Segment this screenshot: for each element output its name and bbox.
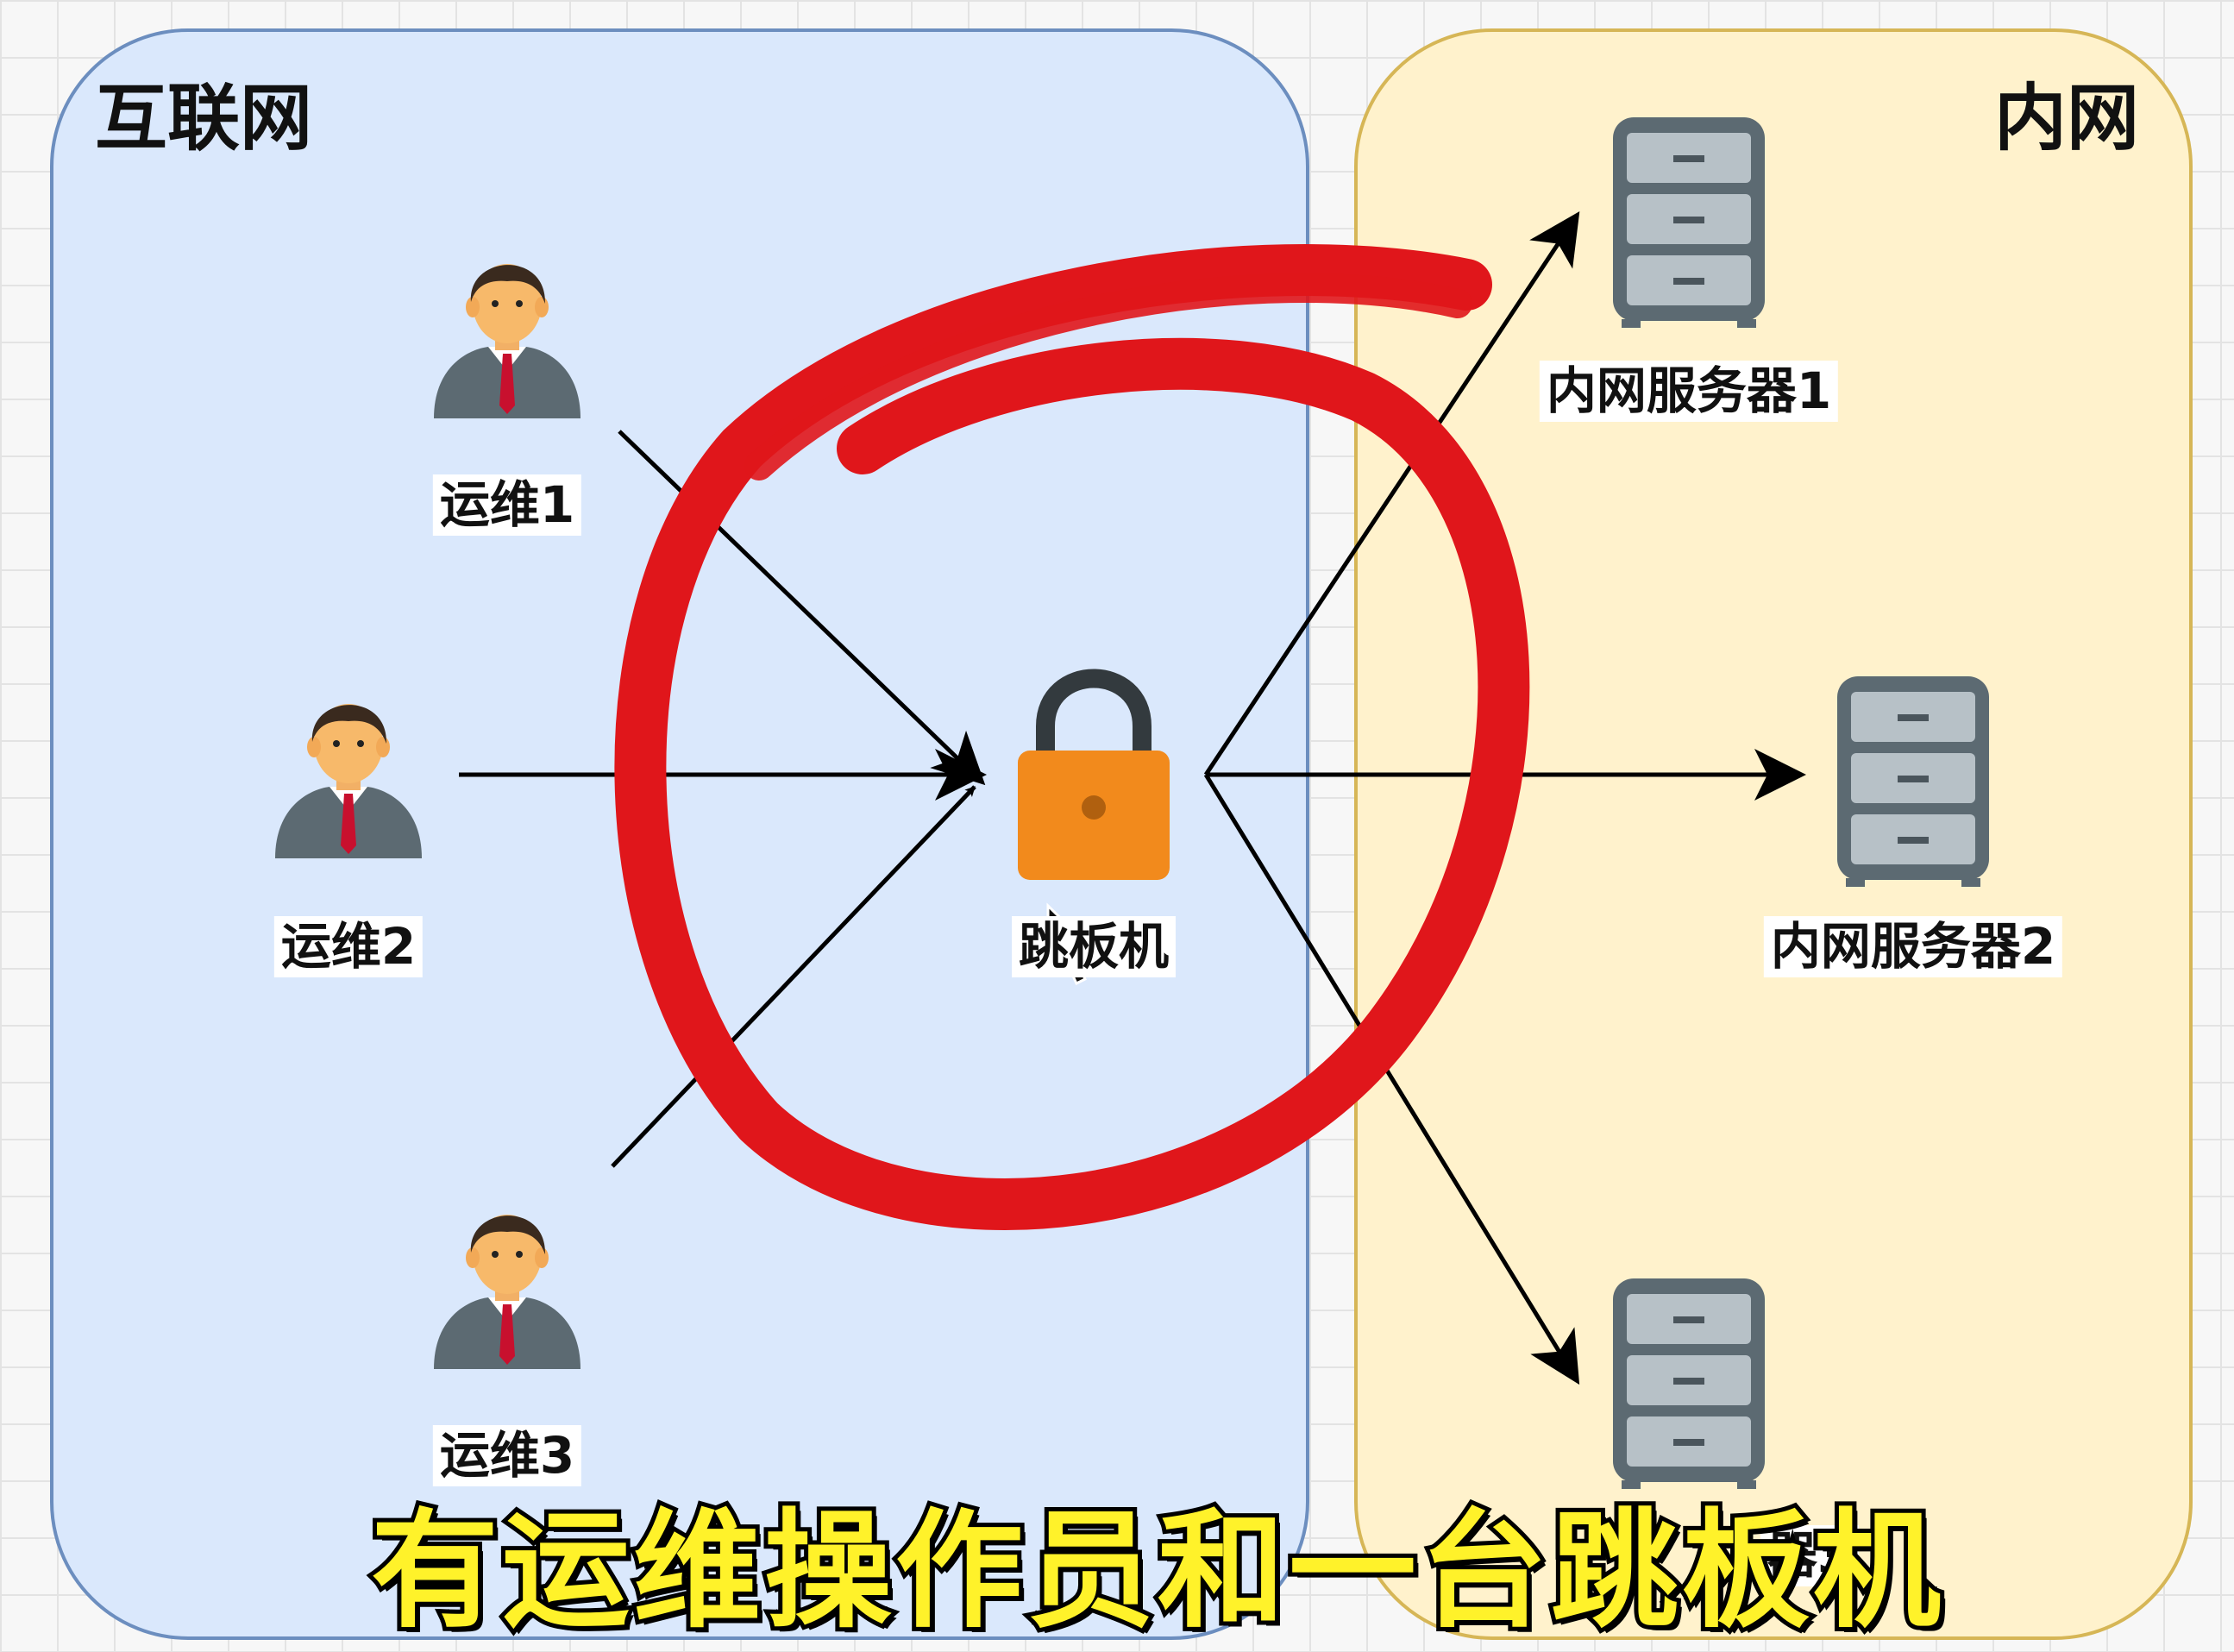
video-caption: 有运维操作员和一台跳板机 <box>367 1492 1945 1649</box>
server1-label: 内网服务器1 <box>1539 361 1839 422</box>
internet-zone-title: 互联网 <box>95 76 313 160</box>
intranet-zone-title: 内网 <box>1993 76 2139 160</box>
jump-host-label: 跳板机 <box>1011 916 1177 977</box>
server2-server-icon <box>1837 676 1989 887</box>
red-circle-annotation <box>614 244 1530 1230</box>
edge-operator3-jumphost <box>611 785 976 1168</box>
operator3-label: 运维3 <box>432 1425 582 1486</box>
operator2-label: 运维2 <box>273 916 424 977</box>
operator1-label: 运维1 <box>432 474 582 536</box>
server1-server-icon <box>1613 117 1765 328</box>
server3-label: 器3 <box>1760 1525 1860 1586</box>
server3-server-icon <box>1613 1278 1765 1489</box>
operator3-person-icon <box>434 1215 580 1369</box>
jump-host-lock-icon <box>1018 669 1170 880</box>
operator2-person-icon <box>275 704 422 858</box>
server2-label: 内网服务器2 <box>1763 916 2063 977</box>
edge-jumphost-server3 <box>1203 773 1580 1385</box>
edge-jumphost-server1 <box>1203 211 1580 776</box>
edge-operator1-jumphost <box>618 430 986 786</box>
operator1-person-icon <box>434 264 580 418</box>
